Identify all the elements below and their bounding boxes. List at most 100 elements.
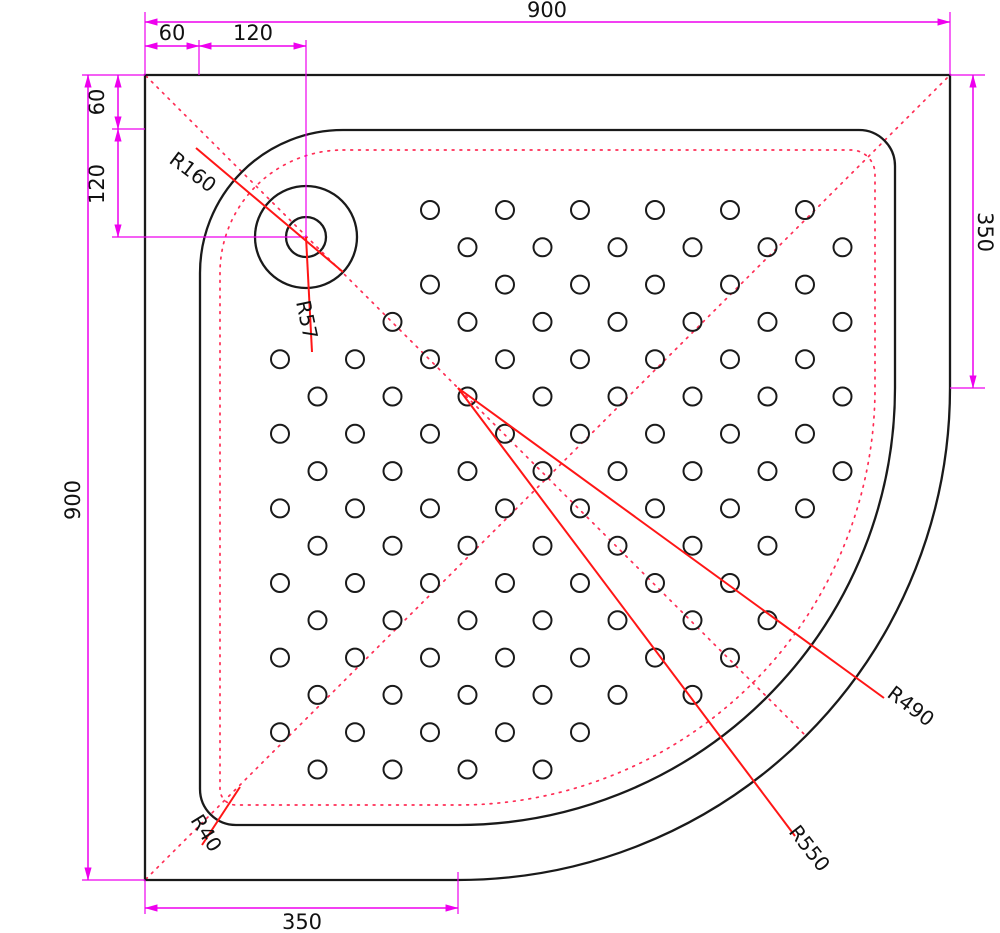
antislip-dot bbox=[270, 722, 290, 743]
radius-label-r490: R490 bbox=[883, 681, 939, 732]
radius-leader-r40 bbox=[201, 786, 241, 846]
antislip-dot bbox=[832, 386, 853, 407]
antislip-dot bbox=[795, 423, 815, 444]
tray-outer-edge bbox=[143, 73, 952, 882]
antislip-dot bbox=[607, 461, 628, 482]
antislip-dot bbox=[570, 647, 590, 668]
antislip-dot bbox=[570, 573, 590, 593]
antislip-dot bbox=[307, 759, 328, 780]
antislip-dot bbox=[757, 311, 778, 332]
antislip-dot bbox=[720, 200, 740, 220]
antislip-dot bbox=[382, 386, 403, 407]
antislip-dot bbox=[720, 498, 740, 519]
antislip-dot bbox=[532, 684, 553, 705]
diagonal-centerline-bl-tr bbox=[145, 75, 950, 880]
antislip-dot bbox=[532, 386, 553, 407]
antislip-dot bbox=[270, 647, 290, 668]
antislip-dot bbox=[720, 647, 740, 668]
antislip-dot bbox=[345, 423, 365, 444]
antislip-dot bbox=[345, 647, 365, 668]
antislip-dot bbox=[420, 647, 440, 668]
antislip-dot bbox=[420, 722, 440, 743]
antislip-dot bbox=[495, 349, 515, 370]
antislip-dot bbox=[757, 237, 778, 258]
antislip-dot bbox=[457, 610, 478, 631]
antislip-dot bbox=[270, 498, 290, 519]
dimension-bottom-350: 350 bbox=[144, 872, 459, 933]
dimension-top-drain-offsets: 60 120 bbox=[144, 21, 307, 237]
antislip-dot bbox=[495, 647, 515, 668]
antislip-dot bbox=[457, 461, 478, 482]
antislip-dot bbox=[645, 423, 665, 444]
antislip-dot bbox=[607, 386, 628, 407]
antislip-dot bbox=[382, 684, 403, 705]
antislip-dot bbox=[382, 759, 403, 780]
antislip-dot bbox=[457, 237, 478, 258]
tray-outlines bbox=[143, 73, 952, 882]
antislip-dot bbox=[832, 311, 853, 332]
antislip-dot bbox=[720, 423, 740, 444]
antislip-dot bbox=[532, 461, 553, 482]
antislip-dot bbox=[345, 498, 365, 519]
antislip-dot bbox=[420, 349, 440, 370]
antislip-dots bbox=[270, 200, 853, 780]
antislip-dot bbox=[682, 684, 703, 705]
antislip-dot bbox=[532, 610, 553, 631]
antislip-dot bbox=[495, 423, 515, 444]
antislip-dot bbox=[532, 237, 553, 258]
antislip-dot bbox=[795, 274, 815, 295]
antislip-dot bbox=[495, 722, 515, 743]
radius-label-r550: R550 bbox=[784, 820, 835, 876]
antislip-dot bbox=[307, 684, 328, 705]
antislip-dot bbox=[307, 386, 328, 407]
antislip-dot bbox=[570, 274, 590, 295]
dimension-top-900: 900 bbox=[144, 0, 951, 75]
antislip-dot bbox=[382, 461, 403, 482]
antislip-dot bbox=[570, 722, 590, 743]
antislip-dot bbox=[832, 461, 853, 482]
antislip-dot bbox=[345, 722, 365, 743]
antislip-dot bbox=[270, 573, 290, 593]
antislip-dot bbox=[757, 386, 778, 407]
tray-inner-rim bbox=[198, 128, 897, 827]
antislip-dot bbox=[495, 274, 515, 295]
antislip-dot bbox=[607, 610, 628, 631]
antislip-dot bbox=[457, 311, 478, 332]
diagonal-centerline-tl-br bbox=[145, 75, 807, 737]
antislip-dot bbox=[570, 349, 590, 370]
radius-leader-r550 bbox=[457, 387, 796, 837]
antislip-dot bbox=[495, 573, 515, 593]
antislip-dot bbox=[682, 610, 703, 631]
antislip-dot bbox=[420, 573, 440, 593]
antislip-dot bbox=[795, 200, 815, 220]
antislip-dot bbox=[345, 349, 365, 370]
antislip-dot bbox=[720, 573, 740, 593]
antislip-dot bbox=[682, 461, 703, 482]
dimension-value: 350 bbox=[282, 910, 322, 933]
radius-leader-r490 bbox=[457, 387, 885, 699]
antislip-dot bbox=[832, 237, 853, 258]
antislip-dot bbox=[607, 684, 628, 705]
antislip-dot bbox=[420, 274, 440, 295]
antislip-dot bbox=[345, 573, 365, 593]
antislip-dot bbox=[682, 311, 703, 332]
antislip-dot bbox=[307, 610, 328, 631]
radius-leader-r160 bbox=[195, 147, 344, 273]
antislip-dot bbox=[457, 535, 478, 556]
antislip-dot bbox=[757, 535, 778, 556]
dimension-value: 60 bbox=[159, 21, 186, 45]
antislip-dot bbox=[420, 498, 440, 519]
antislip-dot bbox=[607, 237, 628, 258]
radius-label-r57: R57 bbox=[291, 298, 323, 341]
dimension-value: 900 bbox=[61, 480, 85, 520]
antislip-dot bbox=[645, 349, 665, 370]
antislip-dot bbox=[645, 274, 665, 295]
antislip-dot bbox=[645, 200, 665, 220]
antislip-dot bbox=[570, 200, 590, 220]
antislip-dot bbox=[270, 423, 290, 444]
antislip-dot bbox=[570, 498, 590, 519]
floor-slope-hidden-line bbox=[219, 149, 876, 806]
antislip-dot bbox=[382, 311, 403, 332]
antislip-dot bbox=[420, 200, 440, 220]
